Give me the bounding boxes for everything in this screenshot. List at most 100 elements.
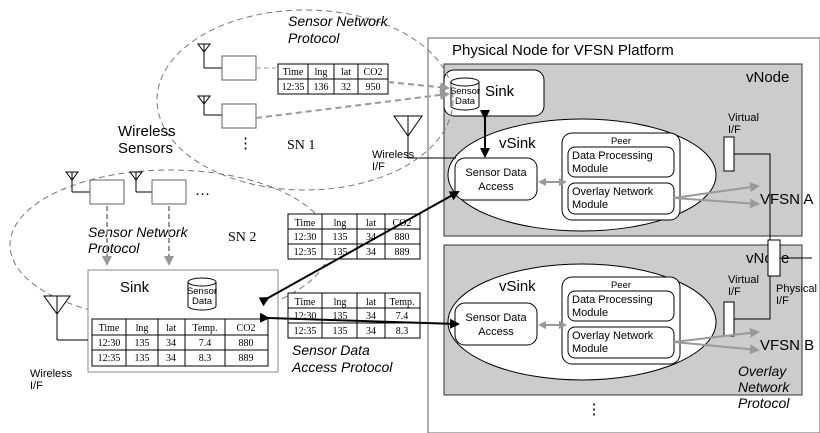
tmpt-h-temp: Temp. xyxy=(389,297,414,308)
overlay-protocol-1: Overlay xyxy=(738,363,787,379)
vfsn-b-arrows xyxy=(673,327,760,355)
sink-h-time: Time xyxy=(99,323,120,334)
virtual-if-b-label-1: Virtual xyxy=(728,274,759,286)
onm-b-label-1: Overlay Network xyxy=(572,330,654,342)
sn2-sensor-2 xyxy=(129,171,187,205)
sn1-protocol-1: Sensor Network xyxy=(288,13,389,29)
co2t-r0-time: 12:30 xyxy=(294,232,317,243)
sn1-r0-lng: 136 xyxy=(314,82,329,93)
sn2-sensor-1 xyxy=(65,171,125,205)
platform-wireless-if-1: Wireless xyxy=(372,149,415,161)
virtual-if-a-label-2: I/F xyxy=(728,124,741,136)
co2t-h-lng: lng xyxy=(334,218,347,229)
sn2-dots: … xyxy=(195,183,210,199)
sink-h-lng: lng xyxy=(136,323,149,334)
sda-b-label-2: Access xyxy=(478,326,514,338)
sn1-protocol-2: Protocol xyxy=(288,30,340,46)
sn2-sensor-data-db: Sensor Data xyxy=(187,277,217,311)
physical-if-label-1: Physical xyxy=(776,283,817,295)
vfsn-a-label: VFSN A xyxy=(760,191,813,208)
vnode-sensor-data-db: Sensor Data xyxy=(450,77,480,111)
sda-a-label-1: Sensor Data xyxy=(465,167,527,179)
overlay-protocol-3: Protocol xyxy=(738,395,790,411)
sensor-data-access-b xyxy=(454,302,538,346)
sn2-protocol-2: Protocol xyxy=(88,240,140,256)
sn2-wireless-if-2: I/F xyxy=(30,380,43,392)
wireless-sensors-2: Sensors xyxy=(118,140,173,157)
co2t-r0-co2: 880 xyxy=(395,232,410,243)
sn1-sensor-1 xyxy=(197,43,257,81)
sn1-r0-co2: 950 xyxy=(366,82,381,93)
access-temp-table: Time lng lat Temp. 12:30 135 34 7.4 12:3… xyxy=(287,292,421,339)
sn1-r0-lat: 32 xyxy=(341,82,351,93)
sn1-to-sink-arrow-1 xyxy=(387,81,450,93)
tmpt-r1-time: 12:35 xyxy=(294,326,317,337)
sn1-table: Time lng lat CO2 12:35 136 32 950 xyxy=(277,63,389,95)
vfsn-b-label: VFSN B xyxy=(760,337,814,354)
co2t-r1-time: 12:35 xyxy=(294,247,317,258)
sn2-db-label-2: Data xyxy=(192,296,213,307)
co2t-r1-lng: 135 xyxy=(333,247,348,258)
platform-title: Physical Node for VFSN Platform xyxy=(452,42,674,59)
sn2-label: SN 2 xyxy=(228,230,256,245)
co2t-h-time: Time xyxy=(295,218,316,229)
sn1-h-co2: CO2 xyxy=(364,67,383,78)
sink-r1-co2: 889 xyxy=(239,353,254,364)
peer-b-label: Peer xyxy=(611,280,631,291)
tmpt-r1-temp: 8.3 xyxy=(396,326,409,337)
tmpt-h-lat: lat xyxy=(366,297,376,308)
access-protocol-2: Access Protocol xyxy=(291,359,393,375)
sn1-region xyxy=(156,9,454,191)
onm-b-label-2: Module xyxy=(572,343,608,355)
sda-a-label-2: Access xyxy=(478,181,514,193)
sn2-db-label-1: Sensor xyxy=(187,286,217,297)
sn1-to-sink-arrow-2 xyxy=(255,90,450,119)
vnode-db-label-1: Sensor xyxy=(450,86,480,97)
physical-if-label-2: I/F xyxy=(776,295,789,307)
sn2-sink-table: Time lng lat Temp. CO2 12:30 135 34 7.4 … xyxy=(91,318,269,367)
sink-h-co2: CO2 xyxy=(237,323,256,334)
sensor-data-access-a xyxy=(454,157,538,201)
vfsn-a-arrows xyxy=(673,182,760,209)
sn1-r0-time: 12:35 xyxy=(282,82,305,93)
access-protocol-1: Sensor Data xyxy=(292,342,370,358)
sn1-ellipsis: ⋮ xyxy=(238,136,253,152)
sink-r1-time: 12:35 xyxy=(98,353,121,364)
sink-h-lat: lat xyxy=(166,323,176,334)
tmpt-r1-lng: 135 xyxy=(333,326,348,337)
vsink-b-label: vSink xyxy=(499,278,536,295)
sink-r0-lng: 135 xyxy=(135,338,150,349)
virtual-if-a-label-1: Virtual xyxy=(728,112,759,124)
vnode-sink-label: Sink xyxy=(485,83,515,100)
dpm-a-label-2: Module xyxy=(572,163,608,175)
tmpt-r0-temp: 7.4 xyxy=(396,311,409,322)
data-processing-module-a xyxy=(567,146,675,178)
sn1-sensor-2 xyxy=(197,95,257,129)
sn2-wireless-antenna xyxy=(43,295,88,341)
sn2-protocol-1: Sensor Network xyxy=(88,224,189,240)
onm-a-label-2: Module xyxy=(572,199,608,211)
tmpt-h-time: Time xyxy=(295,297,316,308)
vsink-a-label: vSink xyxy=(499,135,536,152)
sink-r0-time: 12:30 xyxy=(98,338,121,349)
sn1-h-lng: lng xyxy=(315,67,328,78)
sink-r0-co2: 880 xyxy=(239,338,254,349)
sink-r1-lng: 135 xyxy=(135,353,150,364)
dpm-b-label-1: Data Processing xyxy=(572,294,653,306)
virtual-if-b xyxy=(723,301,735,337)
data-processing-module-b xyxy=(567,290,675,322)
co2t-r0-lng: 135 xyxy=(333,232,348,243)
tmpt-r1-lat: 34 xyxy=(366,326,376,337)
access-arrow-b xyxy=(259,312,460,329)
co2t-r1-lat: 34 xyxy=(366,247,376,258)
sink-r1-lat: 34 xyxy=(166,353,176,364)
virtual-if-b-label-2: I/F xyxy=(728,286,741,298)
sda-b-label-1: Sensor Data xyxy=(465,312,527,324)
co2t-h-lat: lat xyxy=(366,218,376,229)
dpm-b-label-2: Module xyxy=(572,307,608,319)
sn1-label: SN 1 xyxy=(287,138,315,153)
wireless-sensors-1: Wireless xyxy=(118,123,176,140)
dpm-a-label-1: Data Processing xyxy=(572,150,653,162)
tmpt-h-lng: lng xyxy=(334,297,347,308)
platform-wireless-if-2: I/F xyxy=(372,161,385,173)
